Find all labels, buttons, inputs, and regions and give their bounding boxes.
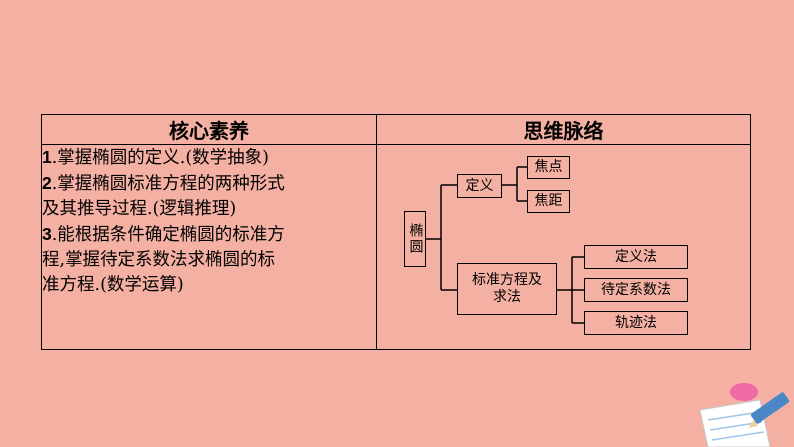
header-core-literacy: 核心素养 xyxy=(41,114,377,145)
content-table: 核心素养 思维脉络 1.掌握椭圆的定义.(数学抽象) 2.掌握椭圆标准方程的两种… xyxy=(41,114,751,350)
node-standard-equation: 标准方程及求法 xyxy=(457,263,557,315)
header-thinking-map: 思维脉络 xyxy=(376,114,751,145)
node-focus: 焦点 xyxy=(527,156,570,179)
pencil-paper-icon xyxy=(699,383,790,447)
node-ellipse-root: 椭圆 xyxy=(404,211,426,267)
item-3-line-3: 准方程.(数学运算) xyxy=(42,275,184,295)
item-3-line-2: 程,掌握待定系数法求椭圆的标 xyxy=(42,250,276,270)
item-2-line-2: 及其推导过程.(逻辑推理) xyxy=(42,199,237,219)
node-method-locus: 轨迹法 xyxy=(584,311,688,335)
node-definition: 定义 xyxy=(457,174,502,198)
item-2-line-1: 2.掌握椭圆标准方程的两种形式 xyxy=(42,173,285,194)
item-1-line-1: 1.掌握椭圆的定义.(数学抽象) xyxy=(42,147,270,168)
mindmap-connectors xyxy=(426,166,584,324)
mindmap-cell: 椭圆 定义 焦点 焦距 标准方程及求法 定义法 待定系数法 轨迹法 xyxy=(376,144,751,350)
item-3-line-1: 3.能根据条件确定椭圆的标准方 xyxy=(42,224,285,245)
node-method-definition: 定义法 xyxy=(584,245,688,269)
node-focal-distance: 焦距 xyxy=(527,190,570,213)
core-literacy-cell: 1.掌握椭圆的定义.(数学抽象) 2.掌握椭圆标准方程的两种形式 及其推导过程.… xyxy=(41,144,377,350)
node-method-undetermined-coefficients: 待定系数法 xyxy=(584,278,688,302)
